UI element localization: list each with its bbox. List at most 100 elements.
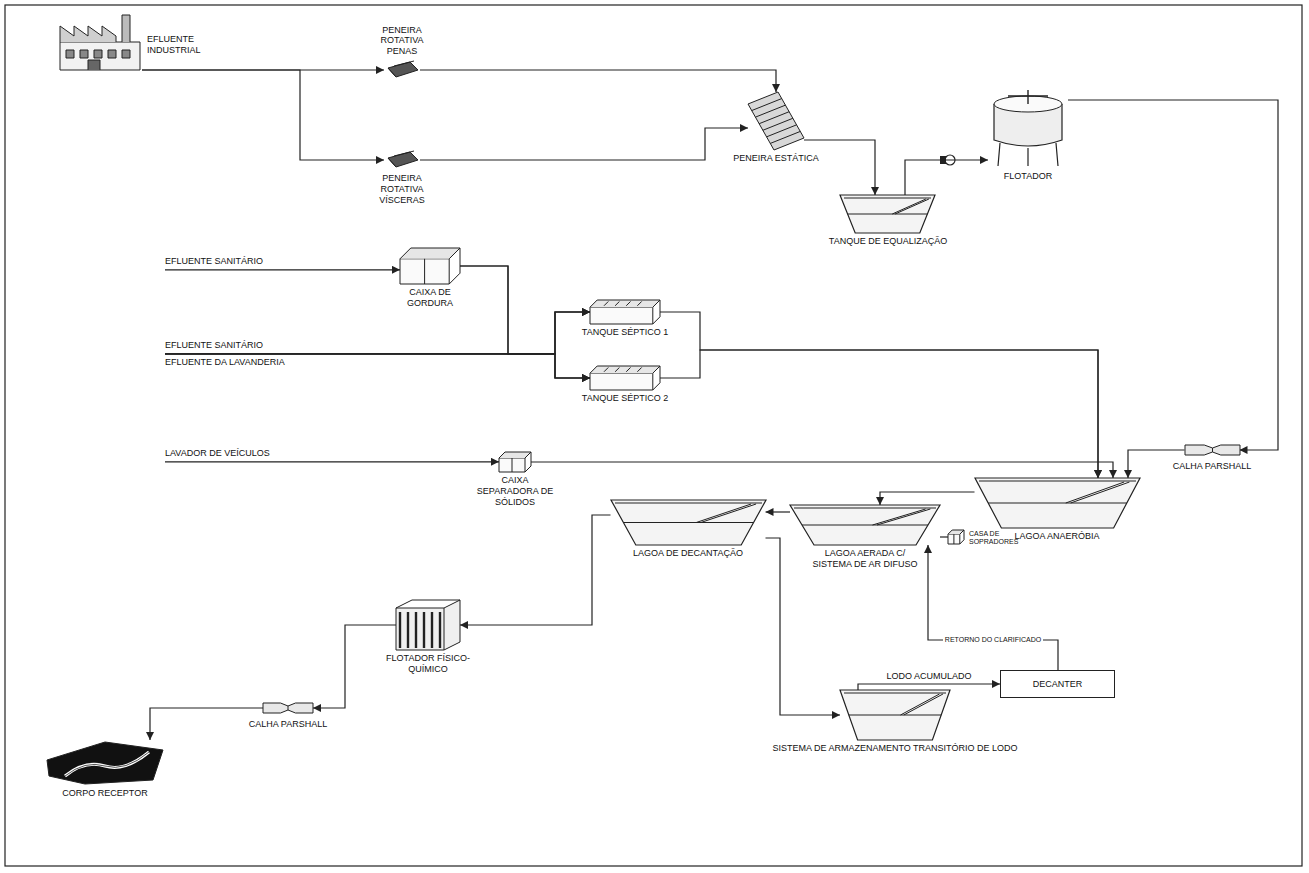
screen-edge: [388, 68, 396, 77]
node-label: EFLUENTE INDUSTRIAL: [147, 34, 217, 56]
inlet-ramp: [1065, 482, 1129, 503]
flow-connector: [165, 461, 499, 462]
inlet-ramp: [696, 504, 756, 523]
river-bed: [65, 752, 149, 776]
box-top: [590, 366, 660, 373]
node-label: TANQUE DE EQUALIZAÇÃO: [829, 236, 947, 247]
node-label: CORPO RECEPTOR: [62, 788, 147, 799]
water-line: [802, 525, 928, 526]
flow-connector: [905, 160, 988, 195]
node-label: FLOTADOR FÍSICO-QUÍMICO: [383, 653, 473, 675]
box-side: [653, 366, 660, 390]
flow-connector: [142, 70, 384, 160]
node-label: EFLUENTE SANITÁRIO: [165, 340, 263, 351]
inlet-ramp: [901, 694, 943, 715]
node-label: CAIXA SEPARADORA DE SÓLIDOS: [470, 475, 560, 507]
pond-icon: [611, 500, 766, 545]
parshall-icon: [1185, 442, 1240, 458]
node-label: TANQUE SÉPTICO 1: [582, 327, 668, 338]
box-front: [400, 259, 449, 284]
unit-frame: [396, 600, 460, 650]
septic-icon: [590, 300, 660, 324]
flow-connector: [460, 266, 590, 354]
unit-cell: [439, 612, 441, 648]
node-label: CASA DE SOPRADORES: [969, 530, 1019, 547]
sludge-storage: SISTEMA DE ARMAZENAMENTO TRANSITÓRIO DE …: [772, 690, 1017, 754]
basin-rim: [979, 481, 1136, 482]
flume-outline: [1185, 445, 1240, 455]
factory-source: EFLUENTE INDUSTRIAL: [58, 12, 217, 72]
pond-icon: [790, 505, 940, 545]
grease-trap: CAIXA DE GORDURA: [385, 248, 475, 309]
flow-connector: [880, 492, 975, 505]
factory-window: [66, 50, 74, 58]
blower-house: CASA DE SOPRADORES: [948, 530, 1019, 547]
flot-icon: [988, 88, 1068, 168]
factory-window: [94, 50, 102, 58]
solids-separator: CAIXA SEPARADORA DE SÓLIDOS: [470, 452, 560, 507]
basin-rim: [844, 693, 946, 694]
node-label: CAIXA DE GORDURA: [385, 287, 475, 309]
water-line: [849, 715, 941, 716]
screen-top: [394, 61, 414, 66]
node-label: PENEIRA ROTATIVA PENAS: [367, 25, 437, 57]
tank-legs: [998, 143, 1058, 166]
basin-outline: [840, 195, 935, 233]
static-screen: PENEIRA ESTÁTICA: [733, 92, 819, 164]
box-icon: [499, 452, 531, 472]
flow-connector: [165, 312, 590, 354]
node-label: TANQUE SÉPTICO 2: [582, 393, 668, 404]
unit-cell: [431, 612, 433, 648]
flume-outline: [263, 703, 313, 713]
receiving-water: CORPO RECEPTOR: [45, 740, 165, 799]
basin-rim: [794, 508, 936, 509]
node-label: CALHA PARSHALL: [1173, 461, 1251, 472]
flow-connector: [940, 536, 948, 537]
unit-cell: [399, 612, 401, 648]
septic-icon: [590, 366, 660, 390]
box-icon: [400, 248, 460, 284]
node-label: EFLUENTE DA LAVANDERIA: [165, 357, 285, 368]
node-label: LAGOA DE DECANTAÇÃO: [633, 548, 743, 559]
tank-lid: [615, 367, 619, 371]
flow-connector: [804, 140, 875, 195]
inlet-ramp: [893, 199, 930, 214]
factory-roof: [60, 26, 116, 42]
box-side: [653, 300, 660, 324]
river-bank: [47, 742, 163, 784]
factory-window: [122, 50, 130, 58]
physchem-flotation: FLOTADOR FÍSICO-QUÍMICO: [383, 600, 473, 675]
tank-lid: [615, 301, 619, 305]
inflow-label: EFLUENTE DA LAVANDERIA: [165, 357, 285, 368]
basin-outline: [840, 690, 950, 740]
flow-connector: [1068, 100, 1278, 450]
septic-tank: TANQUE SÉPTICO 2: [582, 366, 668, 404]
screen-slat: [770, 131, 800, 143]
box-divider: [424, 259, 425, 284]
pond-icon: [840, 195, 935, 233]
unit-edge: [396, 600, 460, 650]
septic-tank: TANQUE SÉPTICO 1: [582, 300, 668, 338]
box-side: [449, 248, 460, 284]
tank-lid: [604, 301, 608, 305]
node-label: LAGOA AERADA C/ SISTEMA DE AR DIFUSO: [809, 548, 921, 570]
flow-connector: [928, 545, 1058, 670]
aerated-lagoon: LAGOA AERADA C/ SISTEMA DE AR DIFUSO: [790, 505, 940, 570]
flow-connector: [420, 128, 748, 160]
screen-drum: [388, 62, 418, 77]
node-label: DECANTER: [1033, 679, 1083, 690]
flow-connector: [165, 354, 590, 378]
factory-window: [80, 50, 88, 58]
basin-outline: [975, 478, 1140, 528]
node-label: PENEIRA ESTÁTICA: [733, 153, 819, 164]
equalization-tank: TANQUE DE EQUALIZAÇÃO: [829, 195, 947, 247]
river-channel: [65, 752, 149, 776]
box-divider: [953, 534, 954, 544]
screen-frame: [748, 92, 804, 150]
factory-body: [60, 42, 140, 70]
box-front: [499, 458, 525, 472]
flow-connector: [460, 515, 611, 625]
factory-icon: [58, 12, 142, 72]
tank-lid: [604, 367, 608, 371]
